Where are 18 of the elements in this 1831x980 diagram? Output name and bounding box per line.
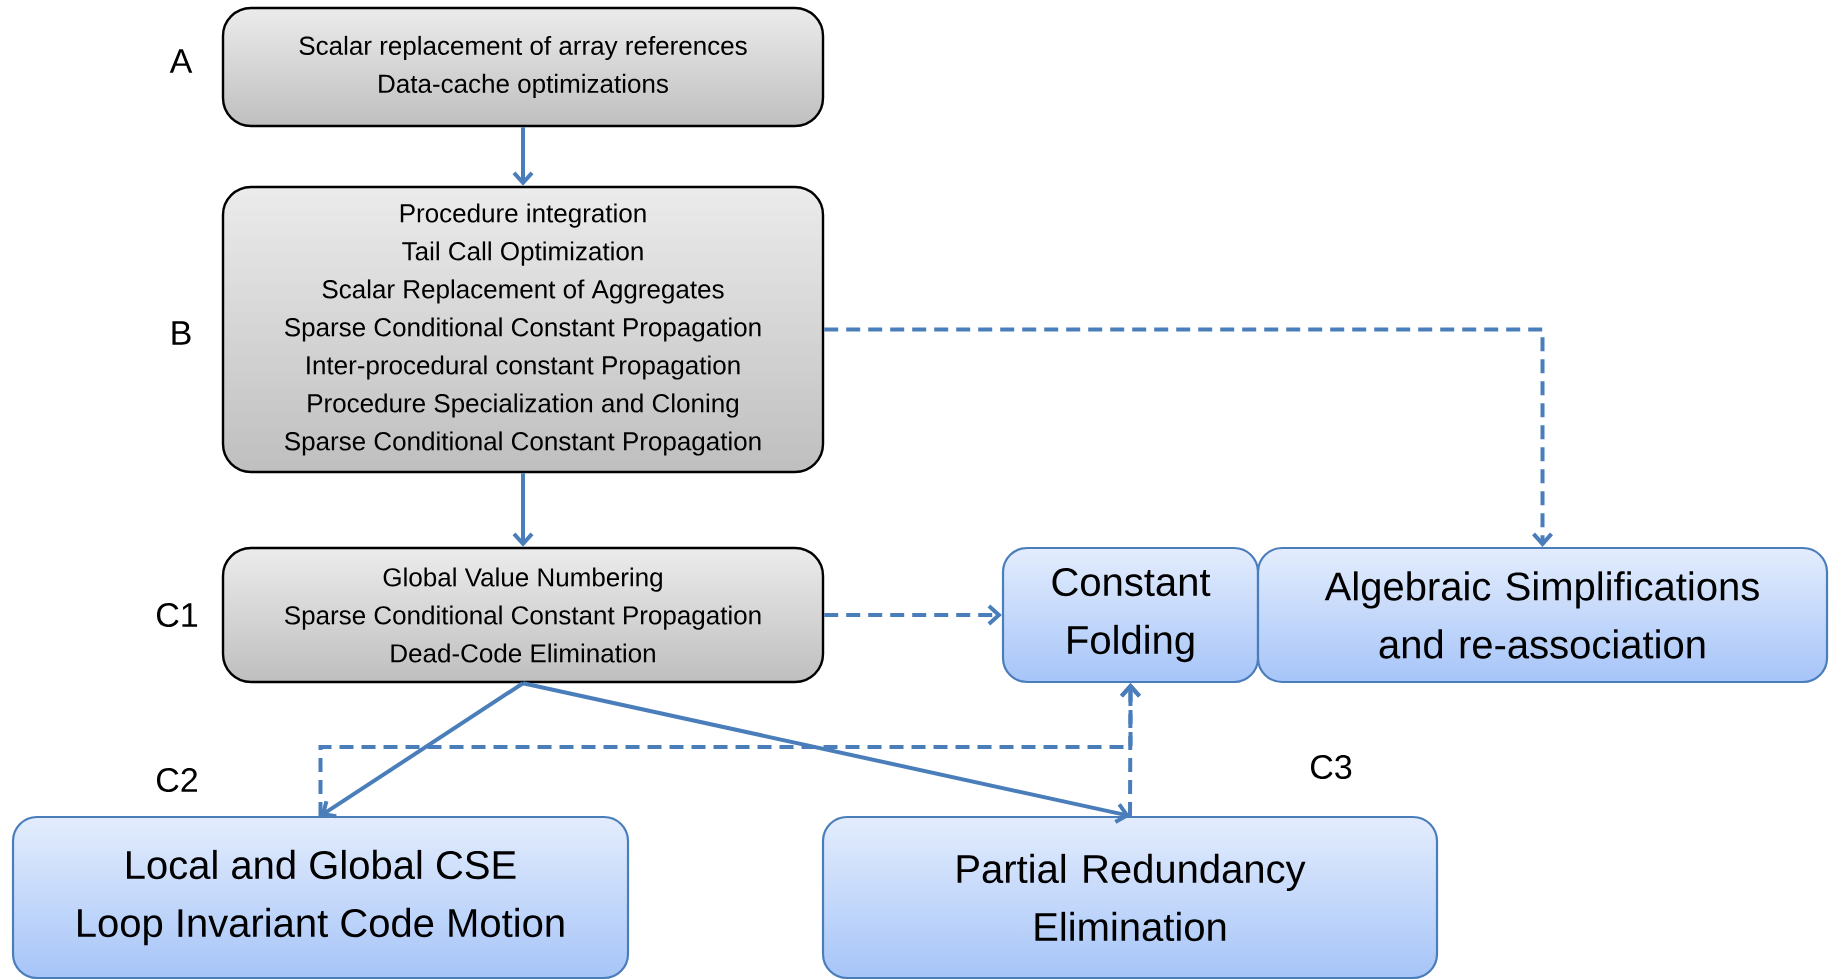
arrow [512,127,534,186]
process-box: Scalar replacement of array references Data-cache optimizations [221,6,825,128]
stage-label: B [172,321,191,345]
arrow [824,327,1553,547]
stage-label: C2 [157,767,197,793]
stage-label: C3 [1311,754,1352,780]
stage-label: C1 [157,602,198,628]
arrow [1119,683,1141,816]
arrow [320,681,525,819]
process-box: Partial Redundancy Elimination [821,815,1439,980]
process-box: Global Value Numbering Sparse Conditional Constant Propagation Dead-Code Elimination [221,546,825,684]
arrow [824,604,1002,626]
stage-label: A [169,49,193,73]
process-box: Procedure integration Tail Call Optimization Scalar Replacement of Aggregates Sparse Conditional Constant Propagation Inter-procedural constant Propagation Procedure Specialization and Cloning Sparse Conditional Constant Propagation [221,185,825,474]
arrow [522,681,1130,824]
process-box: Constant Folding [1001,546,1260,684]
arrow [512,473,534,547]
process-box: Local and Global CSE Loop Invariant Code Motion [11,815,630,980]
